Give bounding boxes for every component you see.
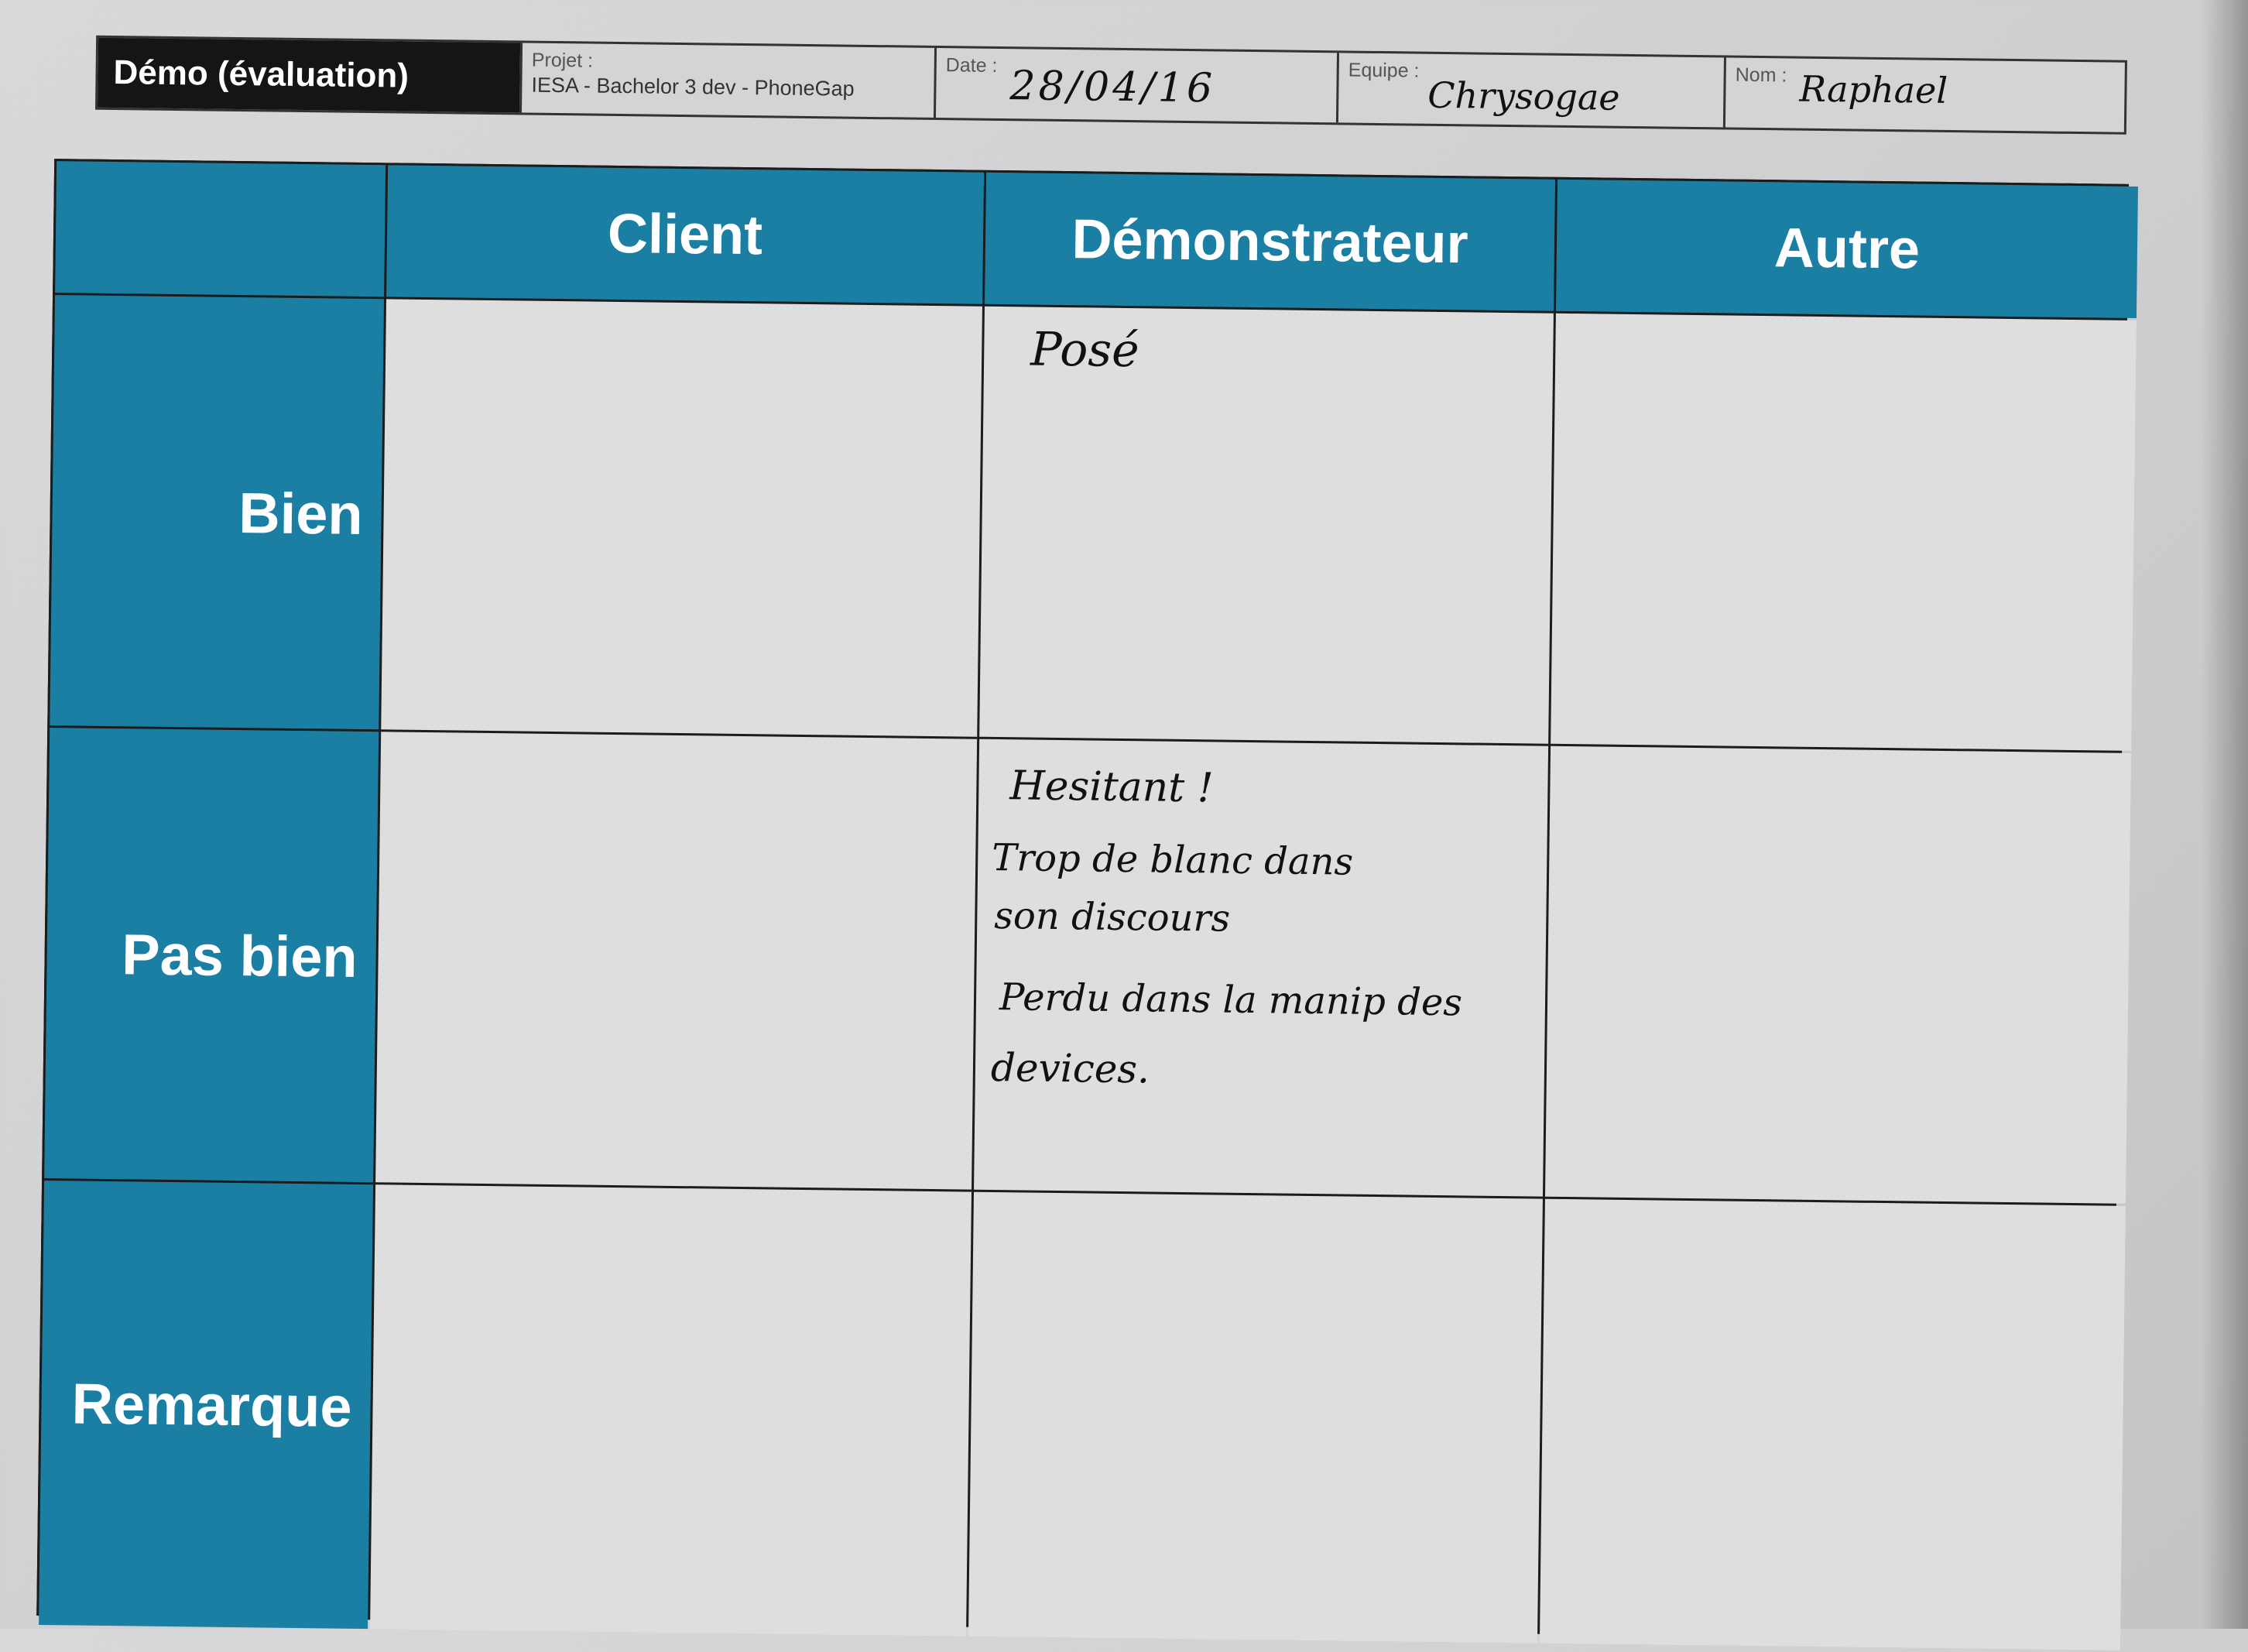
form-title: Démo (évaluation) xyxy=(98,37,521,113)
equipe-value: Chrysogae xyxy=(1427,74,1620,118)
handwritten-note-pose: Posé xyxy=(1030,322,1140,379)
row-header-pas-bien: Pas bien xyxy=(44,728,379,1183)
handwritten-note-line-5: devices. xyxy=(990,1044,1150,1092)
projet-field: Projet : IESA - Bachelor 3 dev - PhoneGa… xyxy=(519,43,935,118)
handwritten-note-line-4: Perdu dans la manip des xyxy=(999,975,1463,1025)
header-strip: Démo (évaluation) Projet : IESA - Bachel… xyxy=(94,35,2127,135)
date-value: 28/04/16 xyxy=(1009,63,1216,112)
cell-pasbien-autre xyxy=(1544,745,2132,1204)
cell-bien-demonstrateur: Posé xyxy=(979,306,1554,744)
cell-remarque-client xyxy=(370,1184,972,1637)
cell-bien-autre xyxy=(1551,313,2137,751)
evaluation-grid: Client Démonstrateur Autre Bien Posé Pas… xyxy=(36,159,2138,1650)
projet-label: Projet : xyxy=(531,49,594,72)
cell-pasbien-client xyxy=(375,732,978,1190)
edge-shadow xyxy=(2202,0,2248,1629)
equipe-field: Equipe : Chrysogae xyxy=(1335,53,1724,128)
handwritten-note-line-2: Trop de blanc dans xyxy=(991,835,1354,884)
projet-value: IESA - Bachelor 3 dev - PhoneGap xyxy=(531,73,855,101)
cell-remarque-demonstrateur xyxy=(968,1191,1543,1643)
row-header-remarque: Remarque xyxy=(39,1181,374,1630)
cell-remarque-autre xyxy=(1539,1198,2126,1650)
nom-field: Nom : Raphael xyxy=(1722,57,2125,132)
handwritten-note-line-3: son discours xyxy=(994,893,1231,941)
row-header-bien: Bien xyxy=(50,295,385,730)
cell-bien-client xyxy=(381,299,982,737)
nom-value: Raphael xyxy=(1799,67,1948,111)
column-header-autre: Autre xyxy=(1555,179,2138,318)
column-header-demonstrateur: Démonstrateur xyxy=(985,172,1556,311)
column-header-client: Client xyxy=(386,165,985,304)
handwritten-note-line-1: Hesitant ! xyxy=(1009,763,1214,812)
date-field: Date : 28/04/16 xyxy=(933,47,1338,123)
grid-corner xyxy=(55,161,386,297)
cell-pasbien-demonstrateur: Hesitant ! Trop de blanc dans son discou… xyxy=(974,739,1549,1197)
